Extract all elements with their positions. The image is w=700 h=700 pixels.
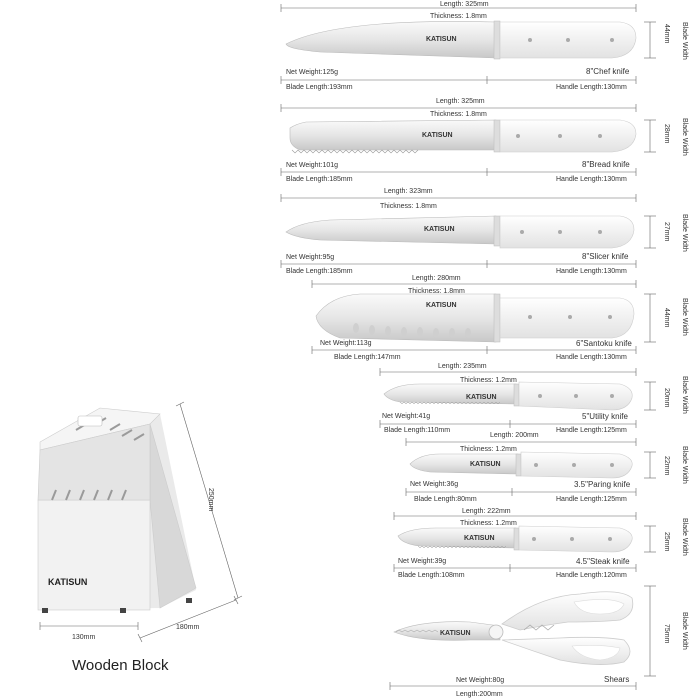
block-height: 250mm bbox=[207, 488, 214, 512]
knife-blade-width: 27mm bbox=[663, 222, 670, 242]
brand-mark: KATISUN bbox=[426, 36, 457, 43]
knife-handle-length: Handle Length:130mm bbox=[556, 268, 627, 275]
block-brand-logo: KATISUN bbox=[48, 577, 88, 587]
brand-mark: KATISUN bbox=[422, 132, 453, 139]
knife-blade-length: Blade Length:193mm bbox=[286, 84, 353, 91]
knife-length: Length: 222mm bbox=[462, 508, 511, 515]
knife-block bbox=[37, 407, 197, 613]
knife-net-weight: Net Weight:95g bbox=[286, 254, 335, 261]
steak-knife bbox=[397, 525, 633, 553]
bread-knife bbox=[289, 119, 637, 154]
knife-blade-width: 25mm bbox=[663, 532, 670, 552]
knife-net-weight: Net Weight:113g bbox=[320, 340, 372, 347]
knife-blade-width: 44mm bbox=[663, 308, 670, 328]
knife-name: 4.5"Steak knife bbox=[576, 557, 630, 566]
block-depth: 180mm bbox=[176, 624, 200, 631]
shears-name: Shears bbox=[604, 675, 630, 684]
blade-width-label: Blade Width bbox=[681, 214, 688, 252]
dimension-lines bbox=[39, 4, 656, 690]
slicer-knife bbox=[285, 215, 635, 249]
knife-length: Length: 200mm bbox=[490, 432, 539, 439]
knife-name: 5"Utility knife bbox=[582, 412, 628, 421]
knife-handle-length: Handle Length:120mm bbox=[556, 572, 627, 579]
blade-width-label: Blade Width bbox=[681, 118, 688, 156]
blade-width-label: Blade Width bbox=[681, 446, 688, 484]
knife-net-weight: Net Weight:36g bbox=[410, 481, 459, 488]
knife-blade-width: 28mm bbox=[663, 124, 670, 144]
santoku-knife bbox=[315, 293, 635, 343]
knife-blade-length: Blade Length:108mm bbox=[398, 572, 465, 579]
shears-blade-width: 75mm bbox=[663, 624, 670, 644]
utility-knife bbox=[383, 381, 633, 411]
block-width: 130mm bbox=[72, 634, 96, 641]
knife-handle-length: Handle Length:125mm bbox=[556, 427, 627, 434]
brand-mark: KATISUN bbox=[426, 302, 457, 309]
shears-net-weight: Net Weight:80g bbox=[456, 677, 505, 684]
blade-width-label: Blade Width bbox=[681, 518, 688, 556]
knife-length: Length: 325mm bbox=[440, 1, 489, 8]
knife-net-weight: Net Weight:125g bbox=[286, 69, 339, 76]
knife-length: Length: 235mm bbox=[438, 363, 487, 370]
knife-thickness: Thickness: 1.8mm bbox=[430, 111, 487, 118]
knife-name: 8"Chef knife bbox=[586, 67, 630, 76]
knife-blade-width: 20mm bbox=[663, 388, 670, 408]
blade-width-label: Blade Width bbox=[681, 612, 688, 650]
brand-mark: KATISUN bbox=[464, 535, 495, 542]
knife-name: 8"Slicer knife bbox=[582, 252, 629, 261]
shears-length: Length:200mm bbox=[456, 691, 503, 698]
knife-name: 8"Bread knife bbox=[582, 160, 630, 169]
blade-width-label: Blade Width bbox=[681, 22, 688, 60]
knife-length: Length: 325mm bbox=[436, 98, 485, 105]
knife-thickness: Thickness: 1.2mm bbox=[460, 446, 517, 453]
knife-net-weight: Net Weight:41g bbox=[382, 413, 431, 420]
brand-mark: KATISUN bbox=[424, 226, 455, 233]
knife-thickness: Thickness: 1.8mm bbox=[408, 288, 465, 295]
knife-net-weight: Net Weight:39g bbox=[398, 558, 447, 565]
blade-width-label: Blade Width bbox=[681, 376, 688, 414]
blade-width-label: Blade Width bbox=[681, 298, 688, 336]
knife-thickness: Thickness: 1.8mm bbox=[430, 13, 487, 20]
knife-thickness: Thickness: 1.8mm bbox=[380, 203, 437, 210]
knife-blade-length: Blade Length:147mm bbox=[334, 354, 401, 361]
wooden-block-label: Wooden Block bbox=[72, 657, 169, 674]
knife-name: 3.5"Paring knife bbox=[574, 480, 631, 489]
knife-blade-width: 22mm bbox=[663, 456, 670, 476]
knife-length: Length: 280mm bbox=[412, 275, 461, 282]
knife-name: 6"Santoku knife bbox=[576, 339, 632, 348]
knife-handle-length: Handle Length:130mm bbox=[556, 354, 627, 361]
paring-knife bbox=[409, 451, 633, 479]
knife-thickness: Thickness: 1.2mm bbox=[460, 520, 517, 527]
brand-mark: KATISUN bbox=[440, 630, 471, 637]
knife-blade-length: Blade Length:185mm bbox=[286, 268, 353, 275]
knife-blade-length: Blade Length:80mm bbox=[414, 496, 477, 503]
knife-handle-length: Handle Length:130mm bbox=[556, 84, 627, 91]
knife-blade-width: 44mm bbox=[663, 24, 670, 44]
knife-handle-length: Handle Length:125mm bbox=[556, 496, 627, 503]
knife-blade-length: Blade Length:110mm bbox=[384, 427, 451, 434]
knife-net-weight: Net Weight:101g bbox=[286, 162, 339, 169]
knife-thickness: Thickness: 1.2mm bbox=[460, 377, 517, 384]
knife-blade-length: Blade Length:185mm bbox=[286, 176, 353, 183]
brand-mark: KATISUN bbox=[470, 461, 501, 468]
chef-knife bbox=[285, 20, 637, 60]
knife-length: Length: 323mm bbox=[384, 188, 433, 195]
kitchen-shears bbox=[393, 591, 634, 665]
brand-mark: KATISUN bbox=[466, 394, 497, 401]
knife-handle-length: Handle Length:130mm bbox=[556, 176, 627, 183]
